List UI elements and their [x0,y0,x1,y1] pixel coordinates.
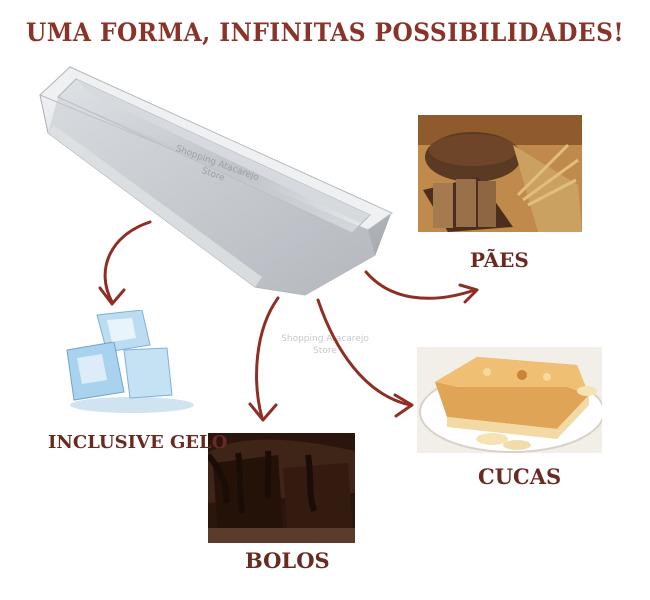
cuca-photo [417,347,602,453]
label-cucas: CUCAS [478,464,562,489]
label-gelo: INCLUSIVE GELO [48,432,228,453]
headline: UMA FORMA, INFINITAS POSSIBILIDADES! [25,18,625,47]
label-paes: PÃES [470,248,529,272]
ice-photo [62,310,197,415]
arrow-to-cake-head [248,402,278,422]
arrow-to-cake [255,296,280,420]
loaf-pan-image [39,66,393,296]
arrow-to-cuca-head [393,393,414,418]
watermark-center: Shopping Atacarejo Store [281,334,369,356]
arrow-to-bread-head [458,283,479,304]
bread-photo [418,115,582,232]
label-bolos: BOLOS [245,548,330,573]
chocolate-cake-photo [208,433,355,543]
